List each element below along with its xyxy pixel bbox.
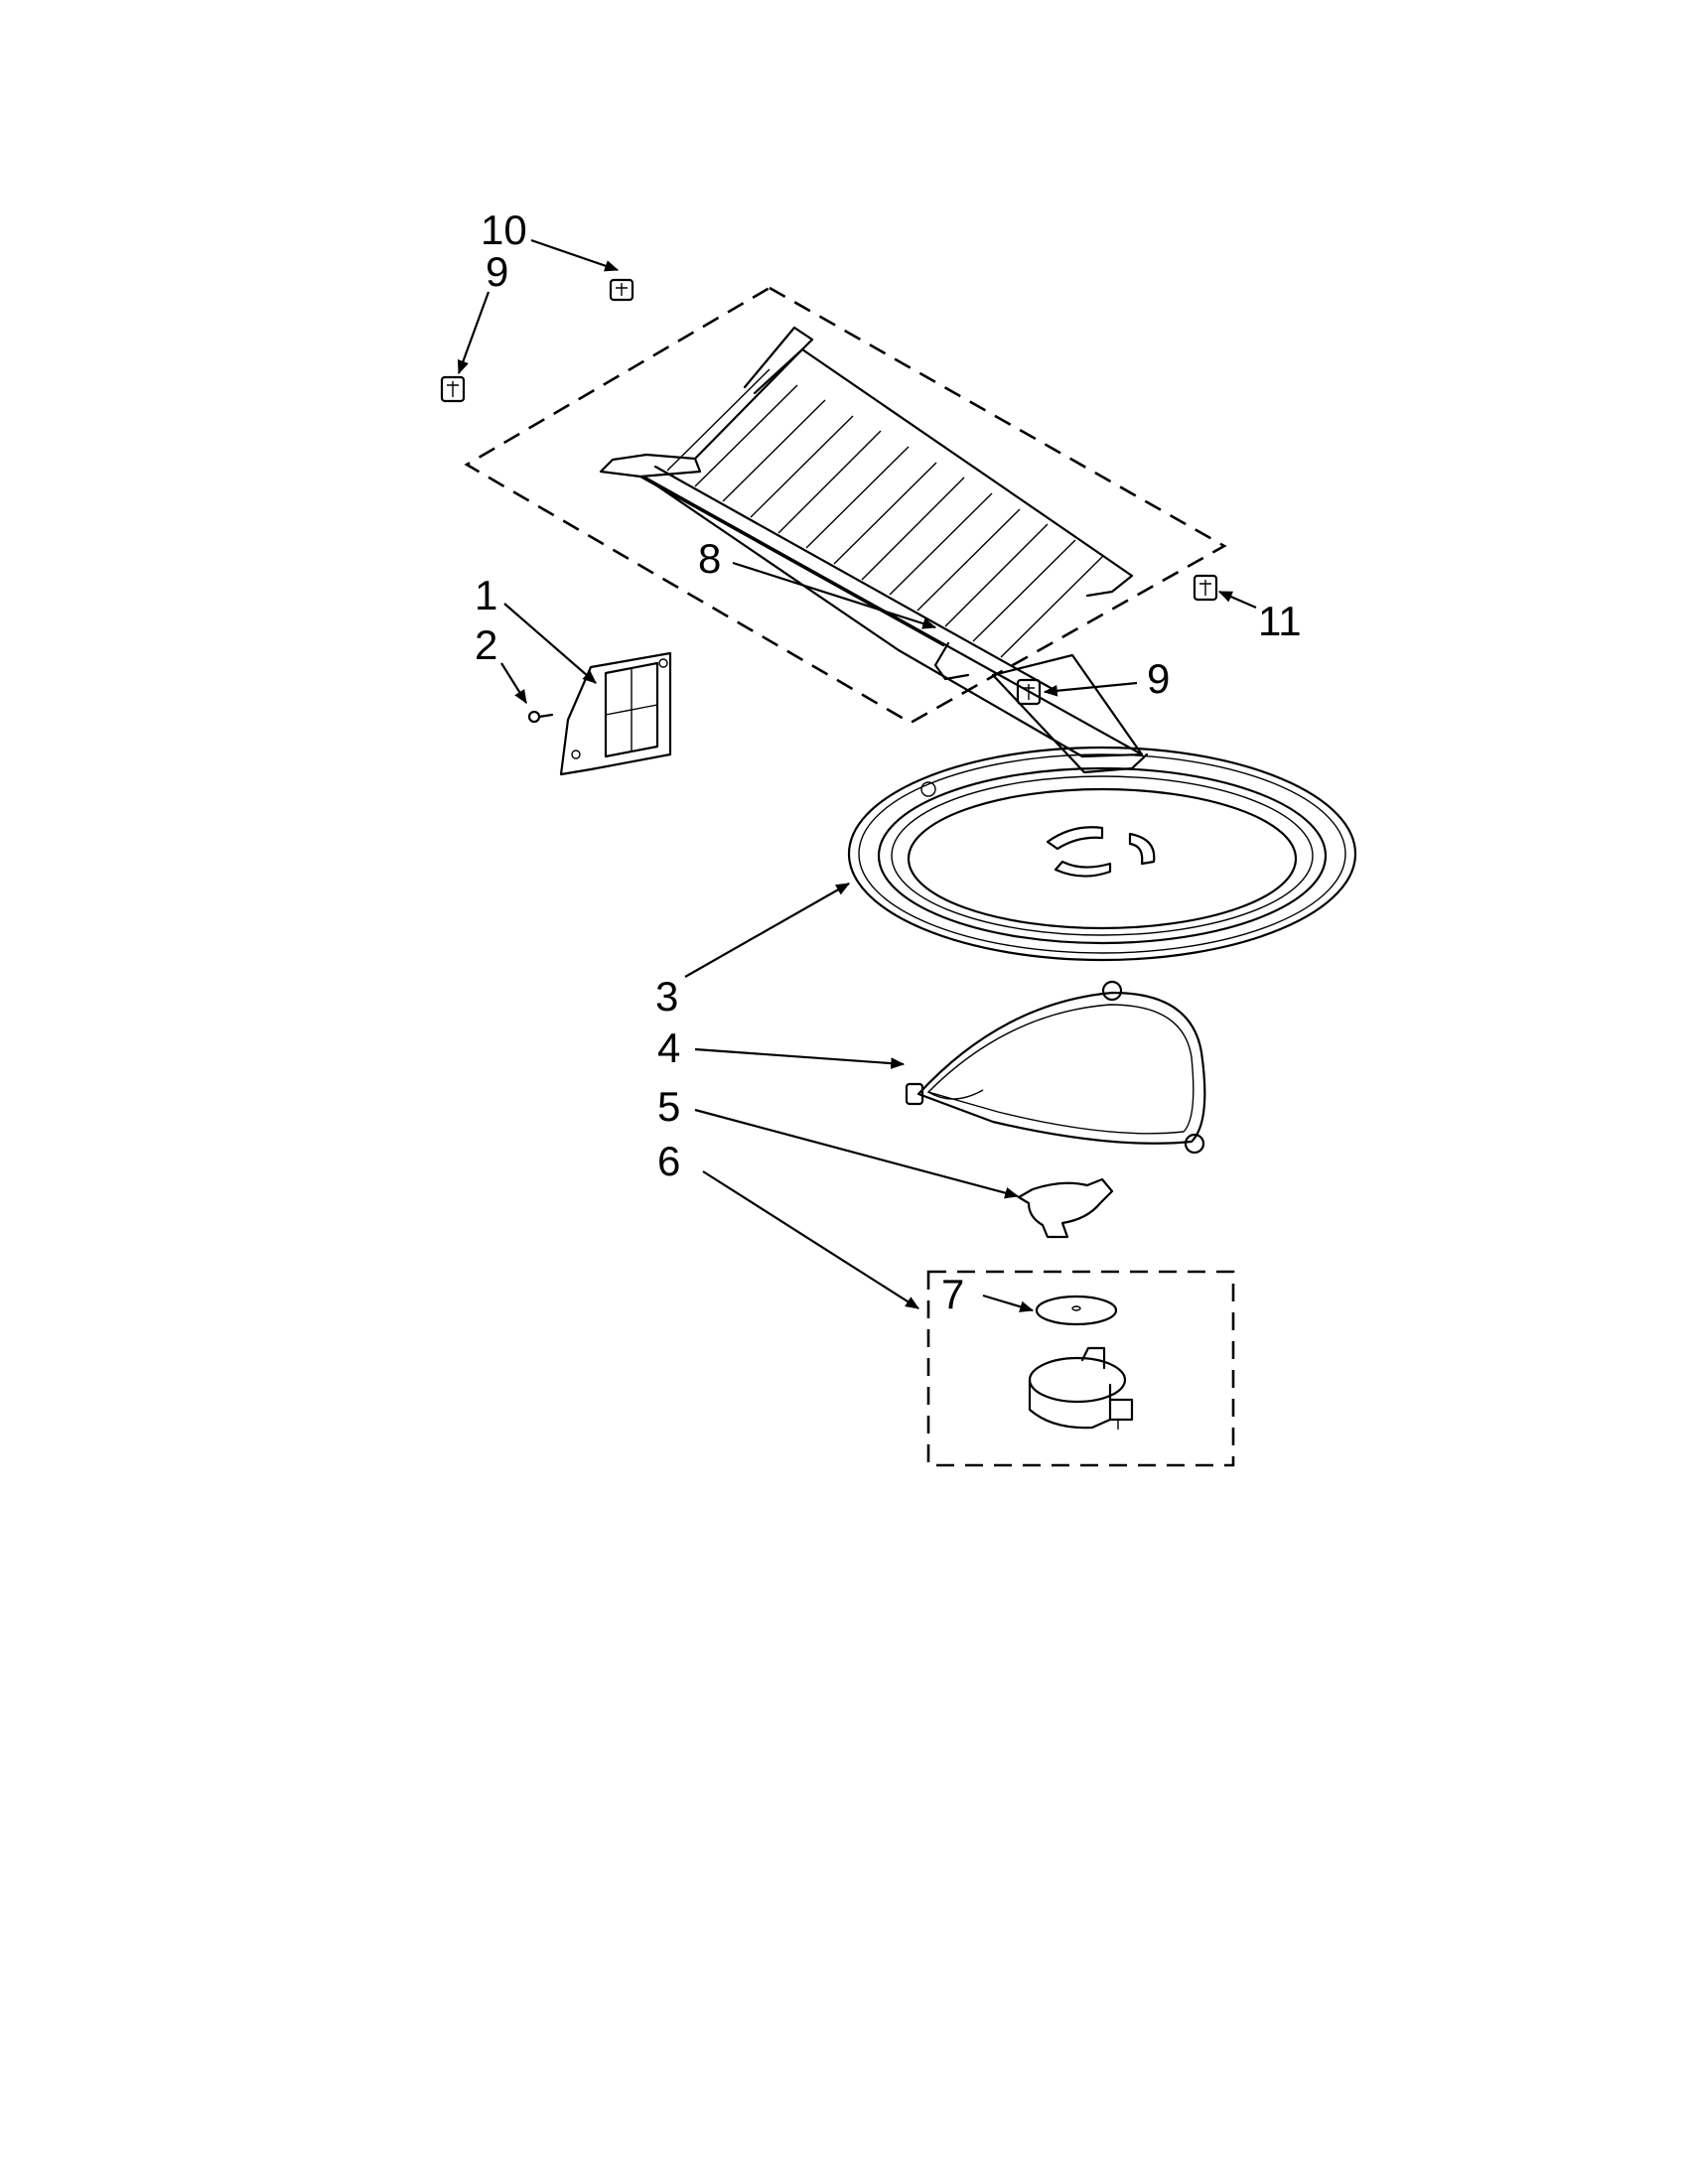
filter-grille-icon	[559, 651, 672, 776]
callouts: 10 9 8 1 2 11 9 3 4 5 6 7	[475, 206, 1302, 1317]
motor-group-outline	[926, 1270, 1235, 1467]
leader-8	[732, 561, 937, 629]
leader-7	[982, 1294, 1035, 1312]
rack-clip-icon	[1193, 574, 1218, 602]
callout-10: 10	[481, 206, 527, 253]
callout-11: 11	[1258, 598, 1302, 644]
turntable-motor-icon	[1028, 1346, 1134, 1430]
leader-2	[500, 662, 527, 704]
leader-9-right	[1043, 681, 1138, 697]
leader-5	[694, 1108, 1020, 1199]
callout-6: 6	[657, 1138, 680, 1184]
leader-11	[1217, 590, 1257, 610]
callout-1: 1	[475, 572, 497, 618]
callout-7: 7	[941, 1271, 964, 1317]
rack-clip-icon	[609, 278, 634, 302]
roller-ring-icon	[905, 980, 1206, 1155]
hub-coupler-icon	[1017, 1177, 1114, 1239]
callout-4: 4	[657, 1024, 680, 1071]
rack-group-outline	[464, 286, 1227, 725]
screw-icon	[527, 710, 554, 724]
leader-lines	[457, 238, 1257, 1312]
rack-clip-icon	[440, 375, 466, 403]
callout-8: 8	[698, 535, 721, 582]
motor-disc-icon	[1035, 1295, 1118, 1326]
wire-rack-icon	[599, 326, 1149, 774]
rack-clip-icon	[1016, 678, 1042, 706]
leader-1	[503, 603, 597, 684]
leader-4	[694, 1047, 906, 1069]
callout-9-top: 9	[486, 248, 508, 295]
leader-10	[530, 238, 620, 272]
leader-9-top	[457, 291, 491, 375]
callout-2: 2	[475, 621, 497, 668]
turntable-tray-icon	[847, 746, 1357, 962]
leader-3	[684, 883, 851, 978]
callout-9-right: 9	[1147, 655, 1170, 702]
callout-5: 5	[657, 1083, 680, 1130]
callout-3: 3	[655, 973, 678, 1020]
leader-6	[702, 1170, 919, 1309]
